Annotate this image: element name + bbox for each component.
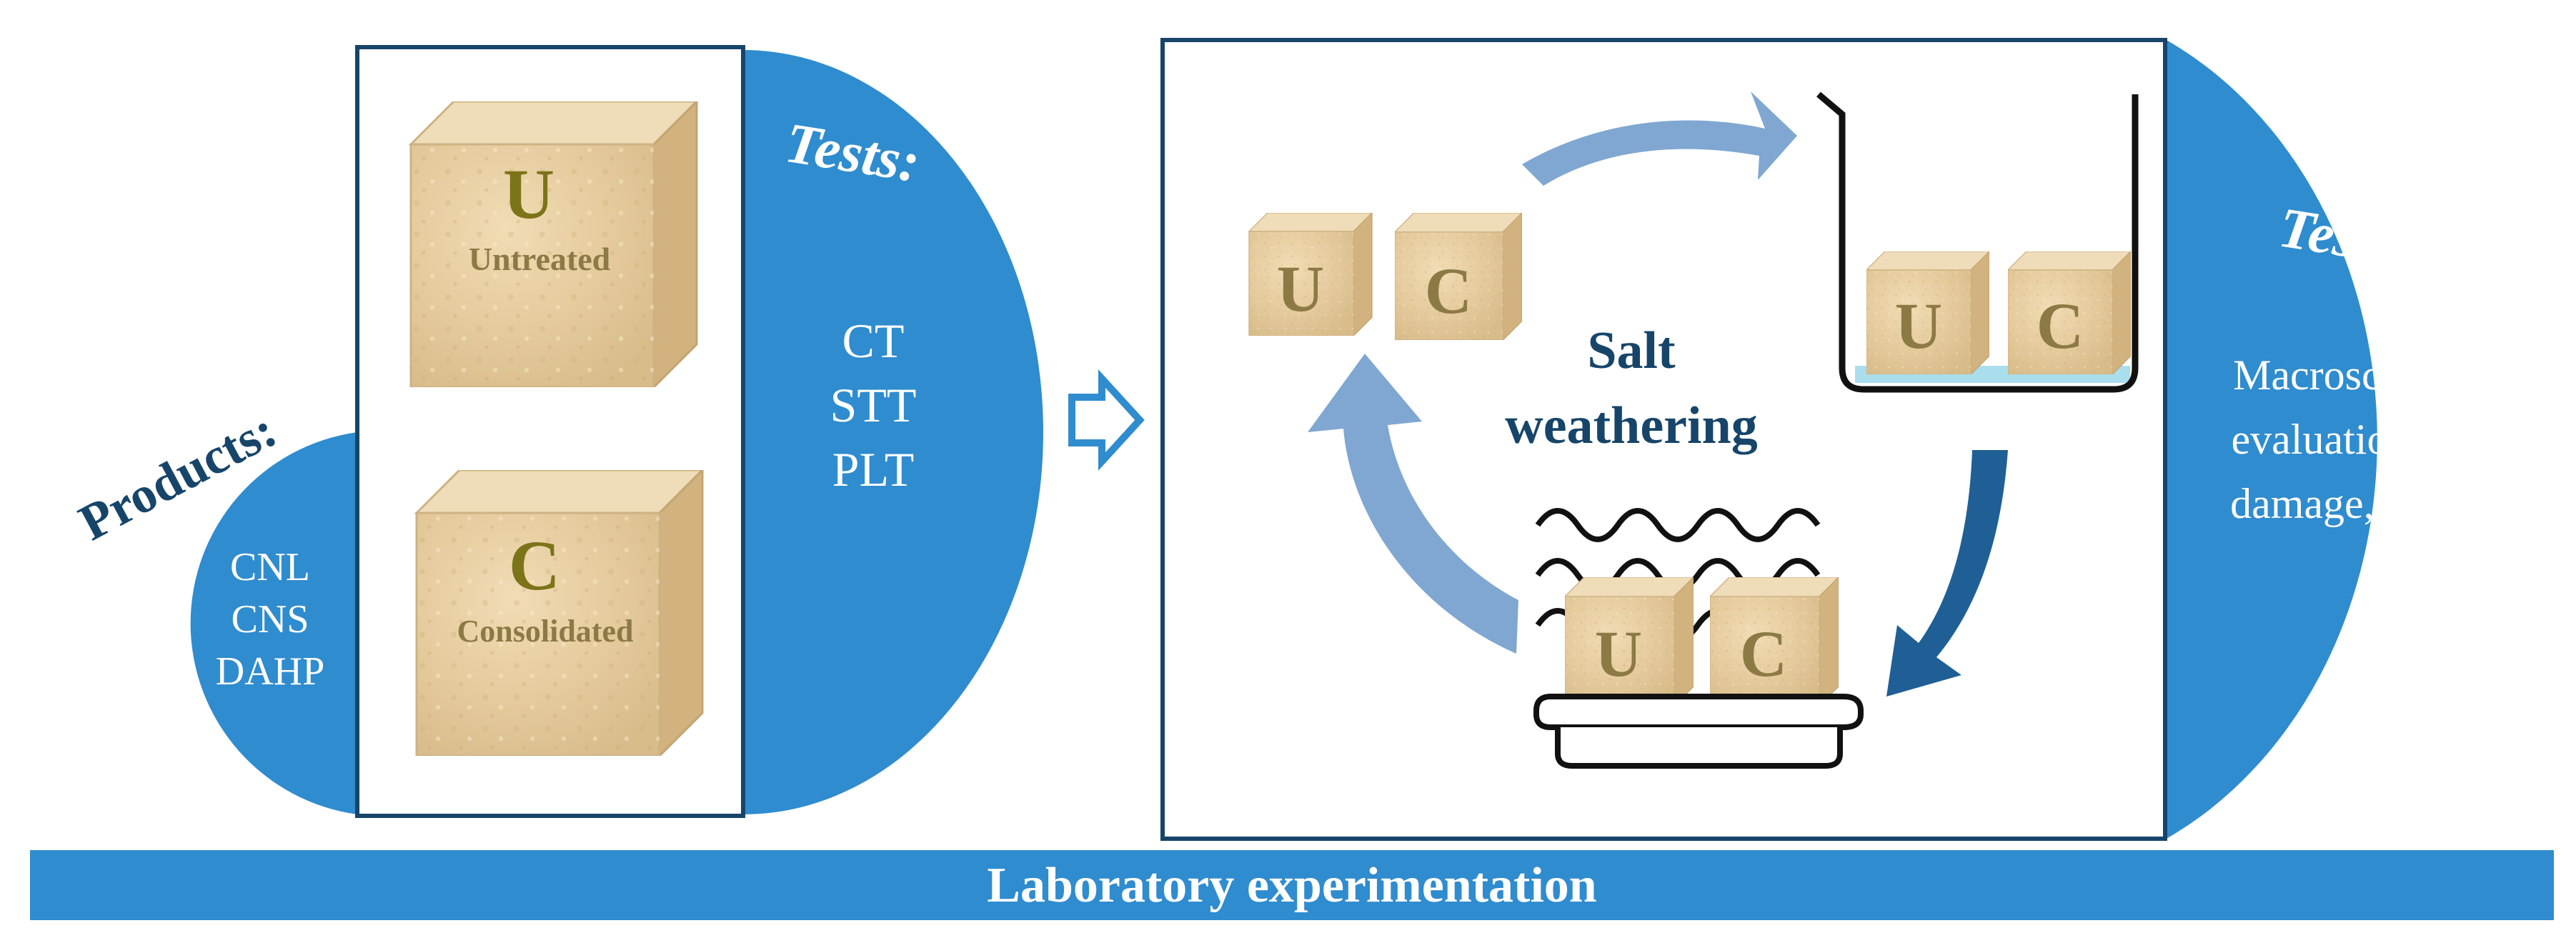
test-item-plt: PLT <box>832 442 915 497</box>
cube-tray-c: C <box>1740 617 1787 690</box>
cube-beaker-c: C <box>2037 289 2084 362</box>
center-label-weathering: weathering <box>1505 396 1758 455</box>
cube-untreated-letter: U <box>503 154 555 234</box>
cycle-arrow-right-icon <box>1886 450 2008 697</box>
beaker-icon <box>1816 91 2139 393</box>
test-item-ct: CT <box>842 314 905 368</box>
cube-initial-c: C <box>1425 254 1472 327</box>
cubes-initial: U C <box>1248 213 1522 340</box>
tests-right-line-1: Macroscopic <box>2233 351 2455 399</box>
center-label-salt: Salt <box>1587 321 1676 380</box>
cube-initial-u: U <box>1277 252 1324 325</box>
tray-icon <box>1555 727 1843 769</box>
tests-half-disc-right <box>2165 39 2377 839</box>
next-step-arrow-icon <box>1068 369 1145 471</box>
products-item-cns: CNS <box>232 597 309 642</box>
cube-beaker-u: U <box>1895 289 1942 362</box>
test-item-stt: STT <box>830 378 917 432</box>
cycle-arrow-top-icon <box>1522 91 1797 186</box>
footer-banner-label: Laboratory experimentation <box>987 858 1596 913</box>
cube-consolidated: C Consolidated <box>415 470 704 756</box>
tests-right-line-2: evaluation of <box>2232 416 2457 463</box>
drying-tray: U C <box>1533 577 1864 769</box>
tests-half-disc-left <box>743 50 1043 814</box>
cube-consolidated-letter: C <box>509 526 560 605</box>
beaker-immersion: U C <box>1816 91 2139 393</box>
footer-banner <box>30 850 2554 920</box>
cube-untreated-label: Untreated <box>469 241 611 277</box>
tests-right-line-3: damage, PLT <box>2230 480 2457 527</box>
products-item-dahp: DAHP <box>216 649 324 694</box>
products-half-disc <box>190 432 357 814</box>
cube-untreated: U Untreated <box>409 101 698 387</box>
cycle-arrow-left-icon <box>1308 354 1518 654</box>
cube-consolidated-label: Consolidated <box>457 614 634 649</box>
cube-tray-u: U <box>1595 617 1642 690</box>
products-item-cnl: CNL <box>230 545 310 589</box>
